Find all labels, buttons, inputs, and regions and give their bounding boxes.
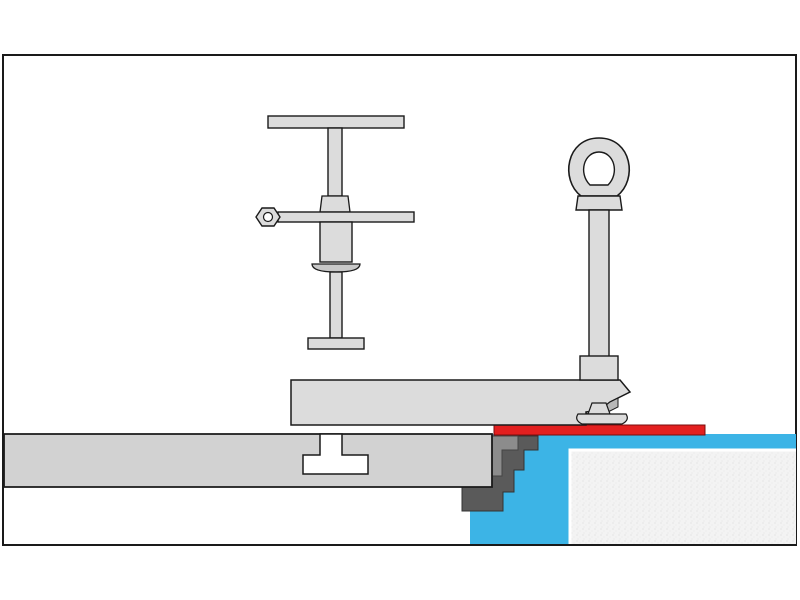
- hex-nut-icon: [255, 207, 281, 227]
- t-handle-collar: [319, 195, 351, 213]
- swivel-foot: [587, 402, 611, 415]
- t-handle-top-bar: [267, 115, 405, 129]
- t-handle-sleeve: [319, 221, 353, 263]
- eye-bolt-icon: [568, 137, 630, 381]
- t-handle-foot-plate: [307, 337, 365, 350]
- t-handle-lower-shaft: [329, 271, 343, 339]
- swivel-foot-pad: [576, 413, 628, 425]
- t-handle-washer: [311, 263, 361, 273]
- t-handle-upper-shaft: [327, 127, 343, 197]
- eye-bolt-nut: [579, 355, 619, 381]
- sink-interior: [570, 450, 796, 544]
- t-handle-screw-clamp-icon: [255, 115, 415, 350]
- eye-bolt-hole: [582, 151, 616, 186]
- gasket-strip: [493, 424, 706, 436]
- t-handle-cross-arm: [277, 211, 415, 223]
- countertop-t-slot: [302, 433, 369, 475]
- countertop-slab: [3, 433, 493, 488]
- eye-bolt-collar: [575, 195, 623, 211]
- sink-inner-edge: [568, 448, 796, 544]
- clamp-bridge: [290, 379, 632, 426]
- eye-bolt-shank: [588, 209, 610, 359]
- countertop: [3, 433, 493, 488]
